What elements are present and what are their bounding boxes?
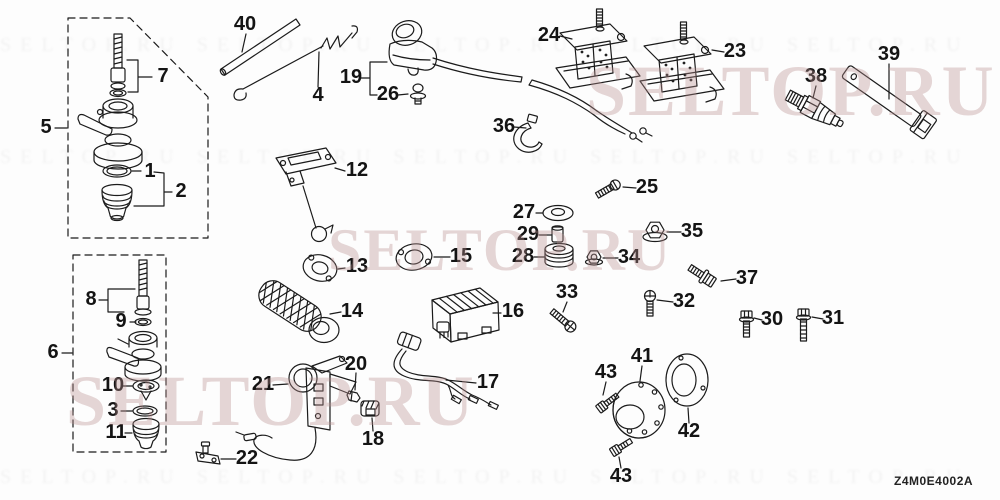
- callout-3: 3: [107, 399, 119, 422]
- callout-38: 38: [804, 65, 828, 88]
- callout-13: 13: [345, 255, 369, 278]
- callout-43: 43: [609, 465, 633, 488]
- callout-26: 26: [376, 83, 400, 106]
- drawing-code: Z4M0E4002A: [894, 474, 974, 488]
- callout-5: 5: [40, 116, 52, 139]
- part-21-cable-bracket: [235, 355, 357, 461]
- callout-24: 24: [537, 24, 561, 47]
- callout-21: 21: [251, 373, 275, 396]
- part-17-wire-harness: [393, 331, 499, 410]
- part-1-o-ring: [102, 164, 132, 178]
- callout-6: 6: [47, 341, 59, 364]
- part-6-fuel-valve: [106, 330, 162, 382]
- part-36-clamp: [513, 113, 543, 153]
- part-2-fuel-cup: [101, 183, 133, 222]
- part-42-plate: [665, 353, 709, 407]
- callout-40: 40: [233, 13, 257, 36]
- callout-15: 15: [449, 245, 473, 268]
- part-39-plug-wrench: [841, 65, 937, 140]
- callout-43: 43: [594, 361, 618, 384]
- part-4-spring: [233, 25, 359, 101]
- callout-9: 9: [115, 310, 127, 333]
- callout-11: 11: [105, 421, 127, 444]
- part-33-screw: [549, 308, 577, 333]
- callout-7: 7: [157, 65, 169, 88]
- part-37-flange-bolt: [687, 264, 717, 288]
- callout-10: 10: [101, 374, 125, 397]
- callout-41: 41: [630, 345, 654, 368]
- callout-27: 27: [512, 201, 536, 224]
- callout-17: 17: [476, 371, 500, 394]
- callout-29: 29: [516, 223, 540, 246]
- callout-12: 12: [345, 159, 369, 182]
- callout-8: 8: [85, 288, 97, 311]
- part-7-bolt-washer: [109, 33, 127, 98]
- part-13-gasket: [302, 254, 338, 282]
- part-26-bolt: [409, 83, 427, 105]
- assembly-box-6: [72, 254, 167, 453]
- part-35-flange-nut: [642, 221, 668, 243]
- part-30-bolt: [738, 310, 755, 338]
- part-40-rod: [219, 18, 301, 76]
- part-34-nut: [584, 250, 604, 266]
- part-8-bolt: [134, 259, 152, 316]
- part-43-bolt-upper: [595, 392, 620, 414]
- part-12-control-lever: [275, 147, 337, 243]
- callout-30: 30: [760, 308, 784, 331]
- callout-18: 18: [361, 428, 385, 451]
- part-3-o-ring: [132, 405, 158, 417]
- part-28-grommet: [544, 242, 574, 268]
- assembly-box-5: [67, 17, 209, 239]
- callout-35: 35: [680, 220, 704, 243]
- callout-1: 1: [144, 160, 156, 183]
- part-29-collar: [551, 225, 564, 243]
- part-18-cap: [360, 400, 380, 417]
- part-25-screw: [594, 179, 621, 199]
- callout-32: 32: [672, 290, 696, 313]
- callout-28: 28: [511, 245, 535, 268]
- callout-19: 19: [339, 66, 363, 89]
- callout-22: 22: [235, 447, 259, 470]
- part-14-grip: [253, 275, 340, 344]
- callout-14: 14: [340, 300, 364, 323]
- part-16-ignition-module: [431, 287, 500, 343]
- part-41-flange-housing: [612, 381, 666, 439]
- part-31-bolt: [795, 308, 812, 342]
- callout-23: 23: [723, 40, 747, 63]
- callout-2: 2: [175, 180, 187, 203]
- callout-34: 34: [617, 246, 641, 269]
- callout-4: 4: [312, 84, 324, 107]
- callout-33: 33: [555, 281, 579, 304]
- callout-25: 25: [635, 176, 659, 199]
- callout-16: 16: [501, 300, 525, 323]
- part-22-clamp: [195, 441, 221, 465]
- part-32-screw: [643, 289, 657, 317]
- callout-31: 31: [821, 307, 845, 330]
- part-5-fuel-valve: [77, 98, 143, 170]
- callout-20: 20: [344, 353, 368, 376]
- part-20-clip: [346, 390, 361, 403]
- part-11-fuel-cup: [132, 417, 160, 450]
- callout-39: 39: [877, 43, 901, 66]
- leader-lines: [54, 33, 890, 469]
- part-38-spark-plug: [784, 89, 844, 128]
- part-15-gasket: [395, 243, 433, 271]
- part-43-bolt-lower: [609, 437, 634, 457]
- callout-37: 37: [735, 267, 759, 290]
- callout-42: 42: [677, 420, 701, 443]
- callout-36: 36: [492, 115, 516, 138]
- part-19-stop-switch: [388, 20, 653, 143]
